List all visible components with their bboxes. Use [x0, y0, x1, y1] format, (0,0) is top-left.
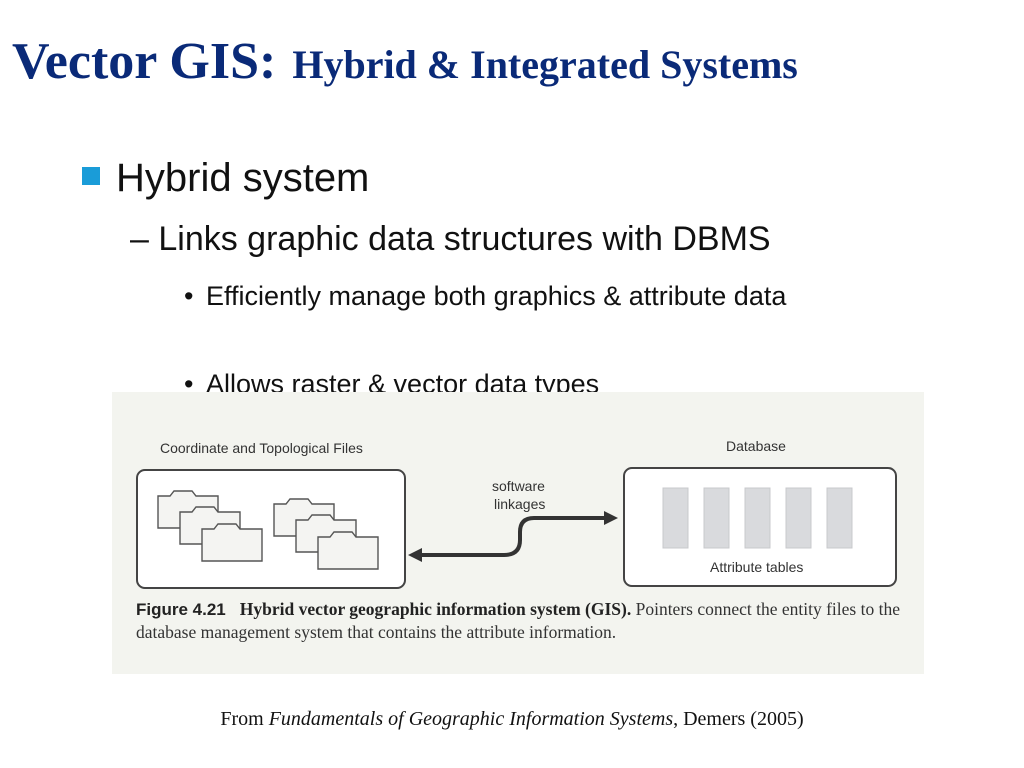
- coordinate-files-label: Coordinate and Topological Files: [160, 440, 363, 456]
- coordinate-files-box: [136, 469, 406, 589]
- left-arrowhead-icon: [408, 548, 422, 562]
- caption-title: Hybrid vector geographic information sys…: [239, 599, 632, 619]
- bullet-level3-text: Efficiently manage both graphics & attri…: [206, 281, 787, 311]
- citation-book-title: Fundamentals of Geographic Information S…: [268, 708, 674, 730]
- table-column: [703, 487, 730, 549]
- table-column: [785, 487, 812, 549]
- caption-figure-number: Figure 4.21: [136, 600, 226, 619]
- file-folders-left: [157, 490, 263, 562]
- file-folders-right: [273, 498, 379, 570]
- software-label-line2: linkages: [494, 496, 546, 512]
- attribute-tables-label: Attribute tables: [710, 559, 804, 575]
- bullet-level2: – Links graphic data structures with DBM…: [130, 220, 771, 258]
- figure-caption: Figure 4.21 Hybrid vector geographic info…: [136, 598, 916, 643]
- table-column: [662, 487, 689, 549]
- table-column: [826, 487, 853, 549]
- dot-bullet-icon: •: [184, 281, 194, 311]
- folder-icon: [201, 523, 263, 562]
- caption-text: Pointers connect the entity files to the…: [136, 599, 900, 642]
- bullet-level1-text: Hybrid system: [116, 156, 370, 200]
- database-label: Database: [726, 438, 786, 454]
- slide-title: Vector GIS: Hybrid & Integrated Systems: [12, 32, 798, 91]
- attribute-table-columns: [662, 487, 853, 549]
- dot-bullet-icon: •: [184, 369, 194, 399]
- right-arrowhead-icon: [604, 511, 618, 525]
- bullet-level1: Hybrid system: [82, 156, 369, 201]
- square-bullet-icon: [82, 167, 100, 185]
- bullet-level3-item: • Efficiently manage both graphics & att…: [184, 276, 884, 316]
- title-subtitle: Hybrid & Integrated Systems: [292, 42, 798, 87]
- title-main: Vector GIS:: [12, 33, 277, 90]
- folder-icon: [317, 531, 379, 570]
- source-citation: From Fundamentals of Geographic Informat…: [0, 708, 1024, 731]
- figure-image: Coordinate and Topological Files Databas…: [112, 392, 924, 674]
- citation-suffix: , Demers (2005): [673, 708, 804, 730]
- software-label-line1: software: [492, 478, 545, 494]
- citation-prefix: From: [220, 708, 269, 730]
- table-column: [744, 487, 771, 549]
- hybrid-gis-diagram: [136, 467, 897, 589]
- software-linkage-connector: [420, 516, 606, 557]
